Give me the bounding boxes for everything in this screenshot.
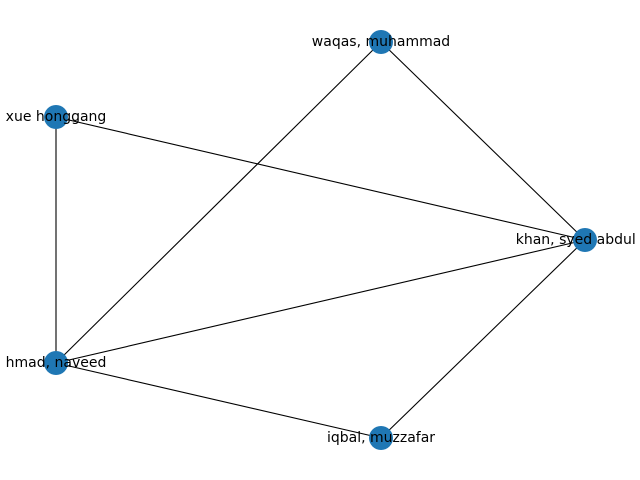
edge-ahmad-iqbal: [55, 362, 382, 439]
edge-khan-ahmad: [55, 239, 586, 364]
node-label-xue: xue honggang: [6, 109, 107, 125]
edges-layer: [55, 41, 586, 439]
node-label-ahmad: hmad, naveed: [6, 355, 107, 371]
node-xue: [44, 105, 68, 129]
node-label-waqas: waqas, muhammad: [312, 34, 450, 50]
node-iqbal: [369, 426, 393, 450]
node-khan: [573, 228, 597, 252]
edge-khan-iqbal: [380, 239, 586, 439]
edge-waqas-khan: [380, 41, 586, 241]
nodes-layer: [44, 30, 597, 450]
edge-waqas-ahmad: [55, 41, 382, 364]
node-waqas: [369, 30, 393, 54]
labels-layer: waqas, muhammad xue honggang khan, syed ab…: [6, 34, 640, 446]
node-label-iqbal: iqbal, muzzafar: [327, 430, 435, 446]
edge-xue-khan: [55, 116, 586, 241]
node-label-khan: khan, syed abdul re: [516, 232, 640, 248]
node-ahmad: [44, 351, 68, 375]
